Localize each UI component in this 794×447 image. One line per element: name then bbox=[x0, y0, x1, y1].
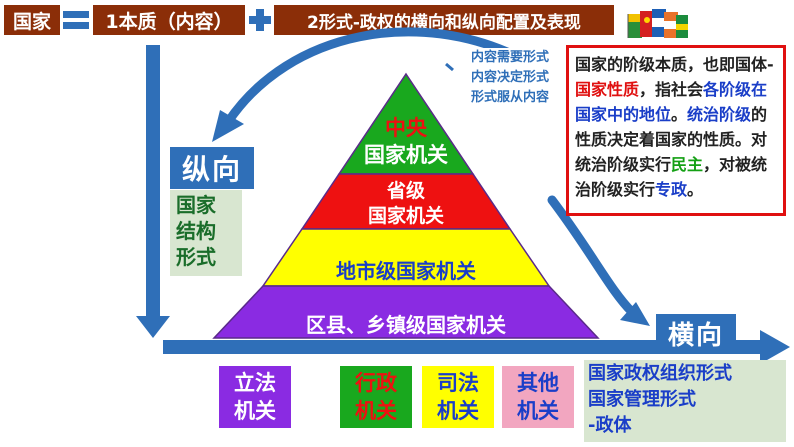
note-line1: 内容需要形式 bbox=[470, 50, 549, 65]
legislative-line1: 立法 bbox=[234, 371, 276, 395]
administrative-line2: 机关 bbox=[355, 399, 397, 423]
class-status-highlight: 各阶级在国家中的地位 bbox=[575, 80, 768, 124]
note-line2: 内容决定形式 bbox=[470, 70, 549, 85]
provincial-organ-line2: 国家机关 bbox=[367, 205, 444, 227]
essence-text: 的性质决定着国家的性质。对统治阶级实行 bbox=[575, 105, 768, 174]
ruling-class-highlight: 统治阶级 bbox=[687, 105, 752, 124]
other-line2: 机关 bbox=[517, 399, 559, 423]
essence-description-box: 国家的阶级本质，也即国体-国家性质，指社会各阶级在国家中的地位。统治阶级的性质决… bbox=[566, 45, 786, 216]
judicial-organ: 司法机关 bbox=[422, 366, 494, 428]
essence-text: 。 bbox=[687, 180, 704, 199]
country-label: 国家 bbox=[4, 5, 60, 35]
essence-text: ，也即 bbox=[687, 55, 736, 74]
vertical-title: 纵向 bbox=[170, 147, 254, 189]
essence-label: 1本质（内容） bbox=[93, 5, 245, 35]
essence-text: ，对被统治阶级实行 bbox=[575, 155, 768, 199]
essence-text: 。 bbox=[671, 105, 688, 124]
provincial-organ-line1: 省级 bbox=[386, 180, 425, 202]
government-form-line2: 国家管理形式 bbox=[588, 389, 696, 410]
horizontal-title: 横向 bbox=[656, 314, 736, 352]
democracy-highlight: 民主 bbox=[671, 155, 704, 174]
administrative-organ: 行政机关 bbox=[340, 366, 412, 428]
other-organ: 其他机关 bbox=[502, 366, 574, 428]
judicial-line2: 机关 bbox=[437, 399, 479, 423]
structure-line2: 结构 bbox=[176, 219, 216, 243]
government-form-line3: -政体 bbox=[588, 415, 632, 436]
administrative-line1: 行政 bbox=[355, 371, 397, 395]
government-form: 国家政权组织形式 国家管理形式 -政体 bbox=[584, 360, 786, 442]
legislative-organ: 立法机关 bbox=[219, 366, 291, 428]
content-form-note: 内容需要形式 内容决定形式 形式服从内容 bbox=[456, 48, 564, 112]
flags-image bbox=[626, 6, 690, 40]
structure-line1: 国家 bbox=[176, 193, 216, 217]
judicial-line1: 司法 bbox=[437, 371, 479, 395]
structure-line3: 形式 bbox=[176, 245, 216, 269]
county-organ: 区县、乡镇级国家机关 bbox=[306, 313, 506, 337]
central-organ-line1: 中央 bbox=[385, 116, 427, 140]
state-nature-highlight: 国家性质 bbox=[575, 80, 640, 99]
essence-text: 会 bbox=[687, 80, 704, 99]
plus-symbol bbox=[249, 5, 271, 35]
central-organ-line2: 国家机关 bbox=[364, 143, 448, 167]
government-form-line1: 国家政权组织形式 bbox=[588, 363, 732, 384]
municipal-organ: 地市级国家机关 bbox=[336, 259, 476, 283]
essence-text: 国体- bbox=[735, 55, 774, 74]
power-pyramid: 中央 国家机关 省级 国家机关 地市级国家机关 区县、乡镇级国家机关 bbox=[200, 72, 612, 340]
note-line3: 形式服从内容 bbox=[470, 90, 549, 105]
equals-symbol bbox=[63, 5, 89, 35]
essence-text: 国家的阶级本质 bbox=[575, 55, 688, 74]
legislative-line2: 机关 bbox=[234, 399, 276, 423]
essence-text: ，指社 bbox=[639, 80, 688, 99]
state-structure-form: 国家 结构 形式 bbox=[170, 190, 242, 276]
other-line1: 其他 bbox=[517, 371, 559, 395]
dictatorship-highlight: 专政 bbox=[655, 180, 688, 199]
